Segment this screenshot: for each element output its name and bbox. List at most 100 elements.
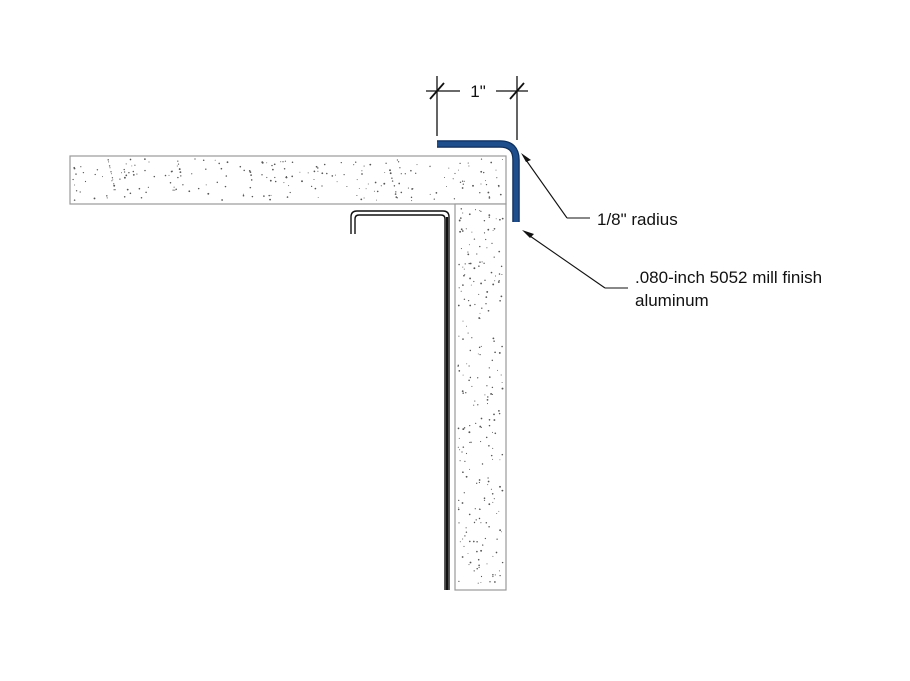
speckle-dot bbox=[343, 174, 345, 176]
speckle-dot bbox=[121, 172, 122, 174]
speckle-dot bbox=[457, 304, 460, 307]
speckle-dot bbox=[429, 165, 431, 168]
speckle-dot bbox=[469, 277, 472, 280]
speckle-dot bbox=[499, 193, 502, 196]
speckle-dot bbox=[501, 489, 504, 492]
speckle-dot bbox=[488, 367, 490, 369]
speckle-dot bbox=[461, 180, 464, 182]
speckle-dot bbox=[96, 169, 99, 171]
speckle-dot bbox=[468, 244, 470, 246]
speckle-dot bbox=[498, 412, 501, 415]
speckle-dot bbox=[498, 250, 501, 253]
speckle-dot bbox=[148, 161, 150, 163]
speckle-dot bbox=[497, 281, 500, 283]
speckle-dot bbox=[500, 295, 503, 298]
speckle-dot bbox=[467, 251, 469, 253]
speckle-dot bbox=[473, 238, 476, 240]
speckle-dot bbox=[483, 171, 485, 174]
speckle-dot bbox=[479, 312, 481, 314]
speckle-dot bbox=[501, 159, 503, 161]
speckle-dot bbox=[356, 179, 358, 181]
speckle-dot bbox=[80, 166, 82, 168]
speckle-dot bbox=[465, 531, 468, 533]
speckle-dot bbox=[467, 552, 469, 554]
speckle-dot bbox=[491, 359, 494, 362]
speckle-dot bbox=[490, 271, 493, 274]
speckle-dot bbox=[283, 182, 285, 184]
speckle-dot bbox=[374, 181, 377, 184]
speckle-dot bbox=[493, 498, 495, 500]
speckle-dot bbox=[494, 574, 496, 576]
speckle-dot bbox=[221, 199, 223, 201]
speckle-dot bbox=[291, 175, 294, 178]
speckle-dot bbox=[396, 159, 399, 161]
speckle-dot bbox=[110, 173, 112, 175]
speckle-dot bbox=[469, 561, 472, 564]
speckle-dot bbox=[369, 163, 372, 166]
speckle-dot bbox=[485, 180, 487, 182]
speckle-dot bbox=[301, 180, 303, 183]
speckle-dot bbox=[465, 475, 468, 478]
speckle-dot bbox=[462, 374, 464, 376]
dimension-label: 1" bbox=[470, 82, 486, 101]
speckle-dot bbox=[411, 188, 413, 190]
speckle-dot bbox=[493, 227, 496, 230]
speckle-dot bbox=[385, 162, 387, 164]
speckle-dot bbox=[243, 169, 245, 172]
speckle-dot bbox=[480, 441, 482, 443]
speckle-dot bbox=[356, 194, 358, 197]
speckle-dot bbox=[458, 580, 460, 583]
speckle-dot bbox=[465, 228, 467, 230]
speckle-dot bbox=[453, 198, 456, 200]
speckle-dot bbox=[457, 169, 459, 171]
speckle-dot bbox=[473, 570, 475, 572]
metal-stud-track bbox=[350, 210, 450, 590]
speckle-dot bbox=[263, 195, 265, 197]
speckle-dot bbox=[493, 419, 496, 421]
speckle-dot bbox=[249, 171, 252, 173]
speckle-dot bbox=[459, 217, 462, 219]
speckle-dot bbox=[471, 337, 473, 339]
speckle-dot bbox=[485, 296, 488, 298]
speckle-dot bbox=[363, 165, 365, 167]
speckle-dot bbox=[477, 404, 479, 406]
speckle-dot bbox=[108, 165, 111, 167]
speckle-dot bbox=[462, 320, 464, 322]
speckle-dot bbox=[470, 284, 472, 286]
speckle-dot bbox=[376, 190, 379, 193]
speckle-dot bbox=[464, 274, 466, 276]
speckle-dot bbox=[175, 188, 177, 191]
speckle-dot bbox=[468, 262, 470, 265]
speckle-dot bbox=[331, 175, 334, 177]
speckle-dot bbox=[458, 499, 460, 502]
speckle-dot bbox=[462, 183, 464, 185]
speckle-dot bbox=[480, 158, 483, 160]
speckle-dot bbox=[492, 501, 494, 503]
speckle-dot bbox=[454, 172, 456, 175]
speckle-dot bbox=[498, 351, 501, 354]
speckle-dot bbox=[207, 192, 210, 195]
speckle-dot bbox=[480, 345, 482, 347]
speckle-dot bbox=[205, 184, 207, 186]
speckle-dot bbox=[463, 492, 465, 494]
speckle-dot bbox=[476, 568, 478, 570]
speckle-dot bbox=[477, 377, 479, 379]
speckle-dot bbox=[480, 522, 482, 524]
speckle-dot bbox=[473, 267, 476, 270]
speckle-dot bbox=[452, 178, 454, 180]
speckle-dot bbox=[360, 198, 363, 201]
speckle-dot bbox=[468, 379, 470, 382]
speckle-dot bbox=[488, 376, 491, 378]
speckle-dot bbox=[177, 176, 179, 179]
speckle-dot bbox=[113, 184, 116, 187]
speckle-dot bbox=[486, 385, 488, 387]
speckle-dot bbox=[489, 581, 491, 583]
speckle-dot bbox=[463, 427, 466, 429]
speckle-dot bbox=[153, 175, 156, 178]
speckle-dot bbox=[458, 335, 460, 337]
speckle-dot bbox=[492, 447, 494, 449]
speckle-dot bbox=[494, 581, 496, 583]
speckle-dot bbox=[224, 185, 227, 188]
speckle-dot bbox=[465, 452, 468, 455]
horizontal-drywall-board bbox=[69, 155, 507, 205]
